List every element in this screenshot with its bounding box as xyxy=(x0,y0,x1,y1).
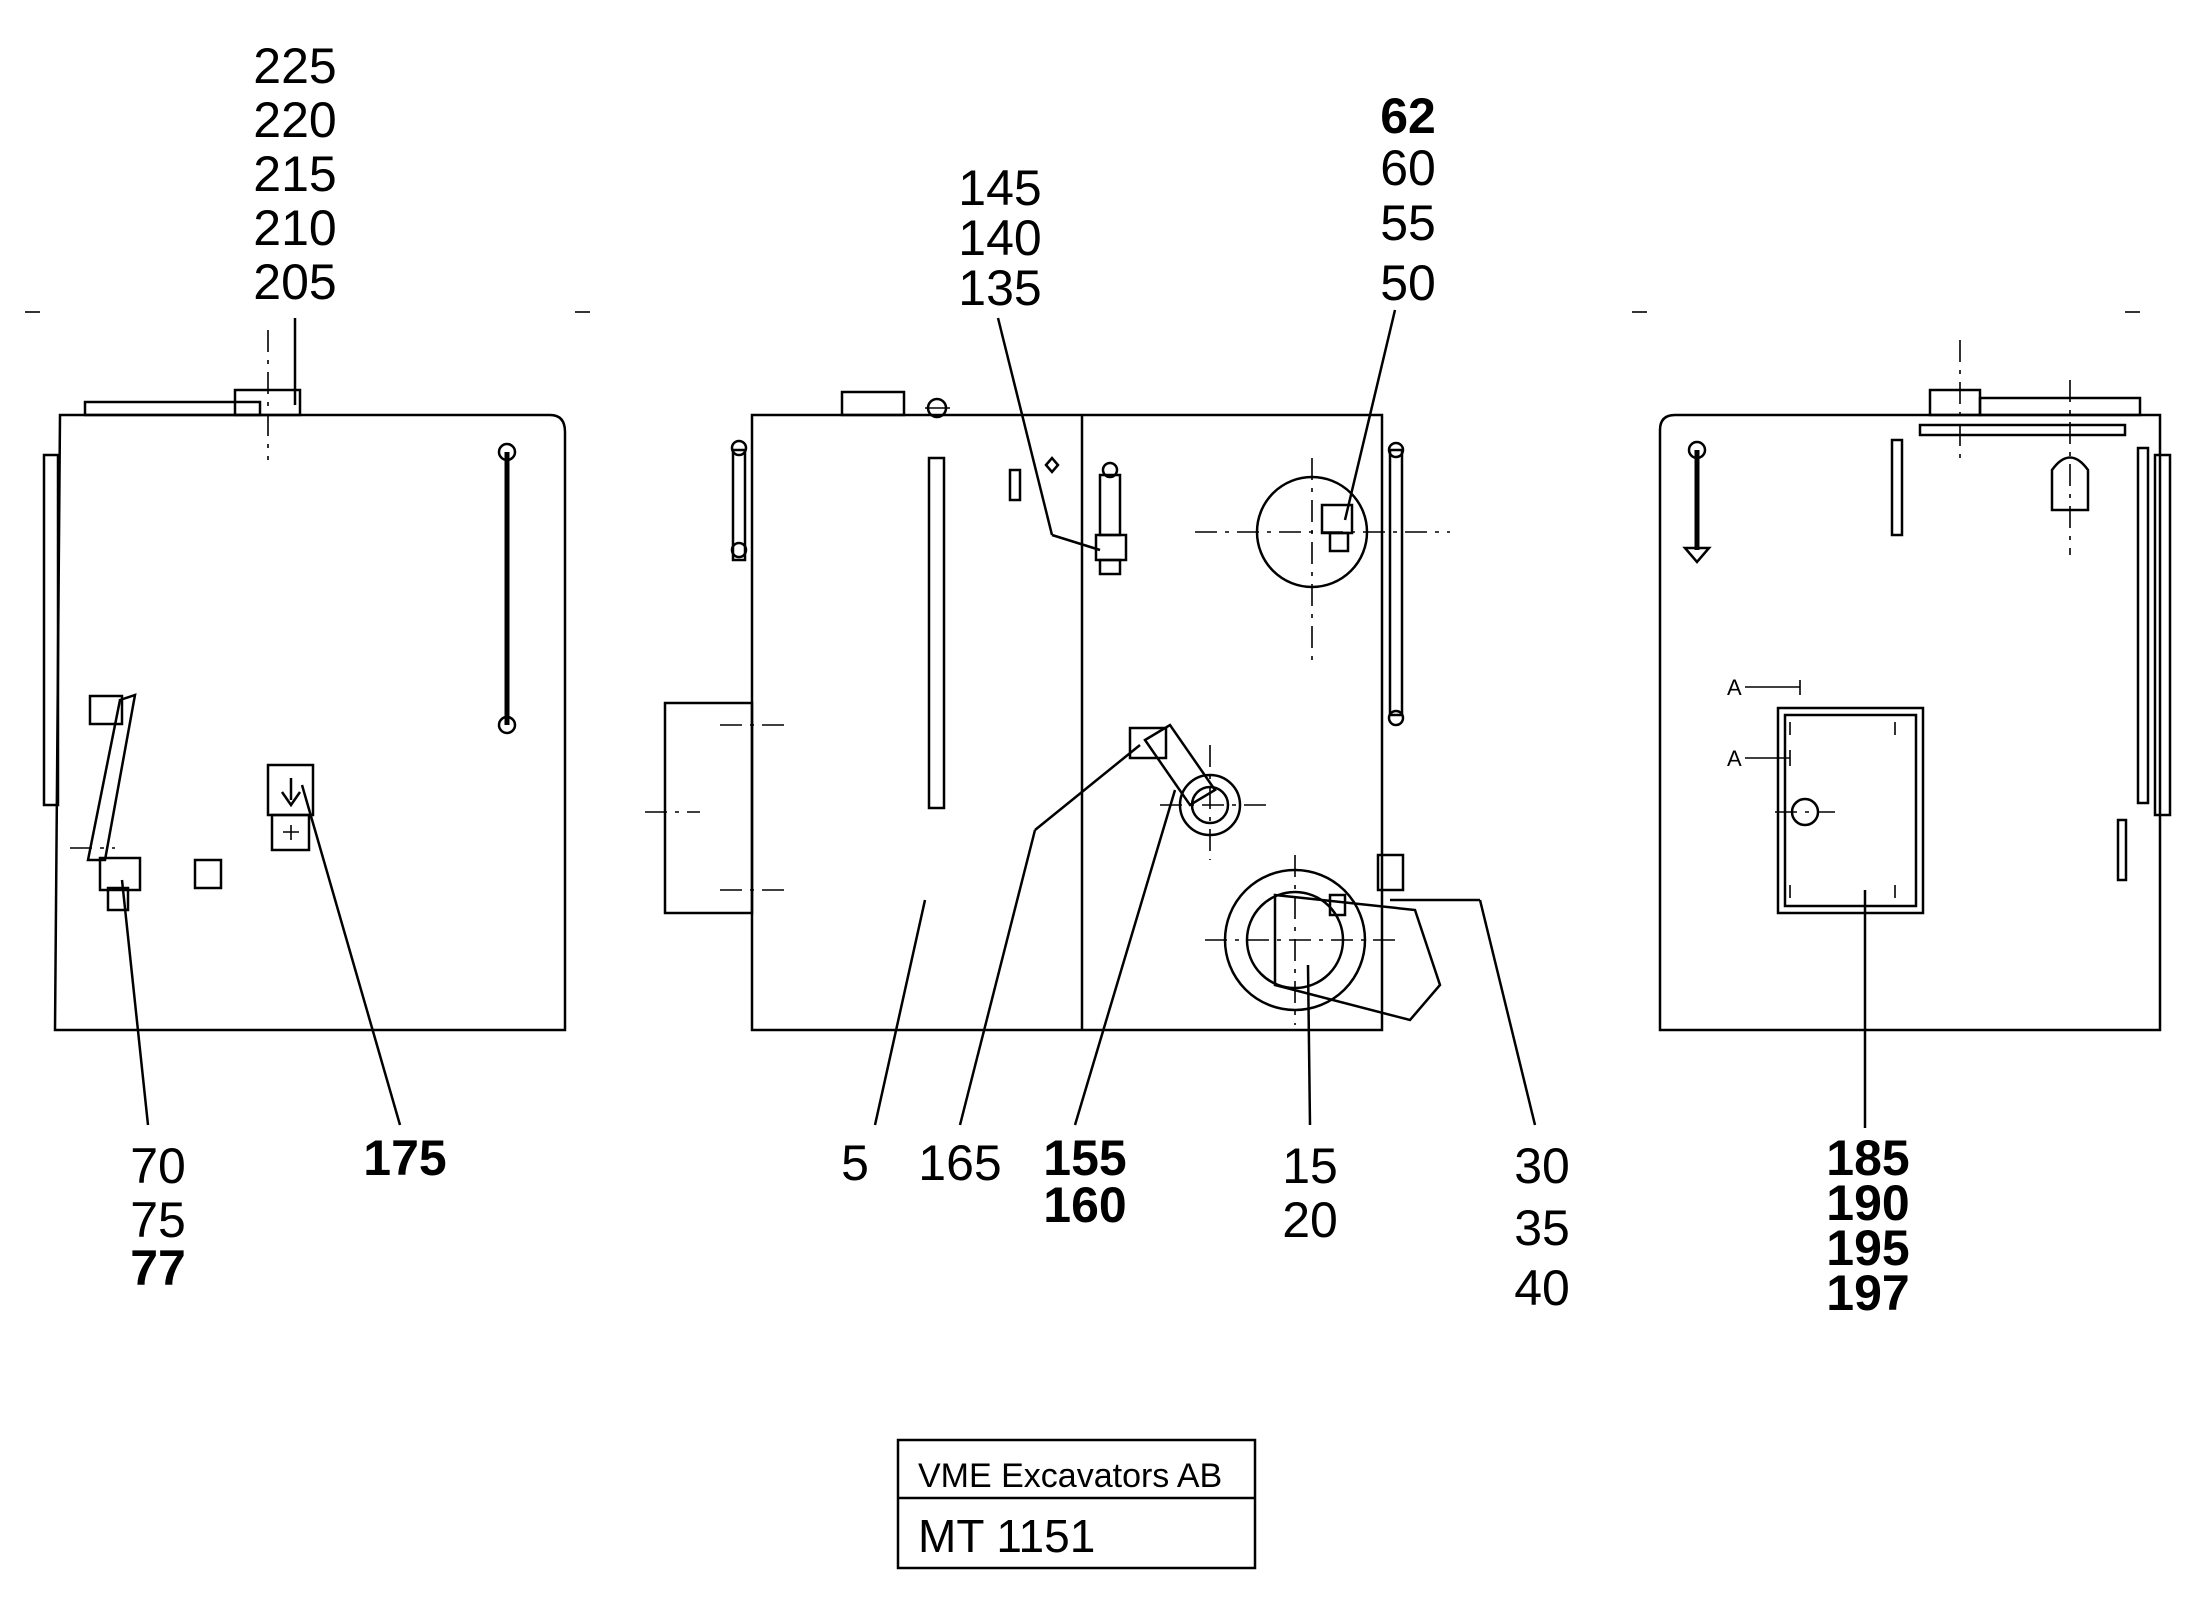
callout-text: 155 xyxy=(1043,1130,1126,1186)
callout-text: 60 xyxy=(1380,140,1436,196)
tank-front-view-middle xyxy=(645,309,1537,1126)
callout-text: 20 xyxy=(1282,1192,1338,1248)
drawing-number: MT 1151 xyxy=(918,1510,1095,1562)
callout-text: 190 xyxy=(1826,1175,1909,1231)
callout-text: 77 xyxy=(130,1240,186,1296)
callout-text: 210 xyxy=(253,200,336,256)
callout-text: 220 xyxy=(253,92,336,148)
callout-text: 160 xyxy=(1043,1177,1126,1233)
callout-text: 225 xyxy=(253,38,336,94)
callout-text: 205 xyxy=(253,254,336,310)
tank-side-view-left xyxy=(25,311,590,1126)
section-mark: A xyxy=(1727,675,1742,700)
callout-text: 197 xyxy=(1826,1265,1909,1321)
callout-text: 40 xyxy=(1514,1260,1570,1316)
callout-text: 195 xyxy=(1826,1220,1909,1276)
callout-text: 15 xyxy=(1282,1138,1338,1194)
tank-side-view-right xyxy=(1632,311,2172,1128)
callout-text: 55 xyxy=(1380,195,1436,251)
callout-text: 75 xyxy=(130,1192,186,1248)
callout-text: 62 xyxy=(1380,88,1436,144)
callout-labels: 225 220 215 210 205 145 140 135 62 60 55… xyxy=(130,38,1910,1321)
callout-text: 5 xyxy=(841,1135,869,1191)
callout-text: 185 xyxy=(1826,1130,1909,1186)
callout-text: 135 xyxy=(958,260,1041,316)
callout-text: 215 xyxy=(253,146,336,202)
callout-text: 70 xyxy=(130,1138,186,1194)
callout-text: 175 xyxy=(363,1130,446,1186)
callout-text: 165 xyxy=(918,1135,1001,1191)
title-block: VME Excavators AB MT 1151 xyxy=(896,1438,1257,1570)
section-marks: A A xyxy=(1727,675,1742,771)
company-name: VME Excavators AB xyxy=(918,1457,1222,1495)
callout-text: 145 xyxy=(958,160,1041,216)
section-mark: A xyxy=(1727,746,1742,771)
callout-text: 140 xyxy=(958,210,1041,266)
callout-text: 30 xyxy=(1514,1138,1570,1194)
callout-text: 35 xyxy=(1514,1200,1570,1256)
callout-text: 50 xyxy=(1380,255,1436,311)
